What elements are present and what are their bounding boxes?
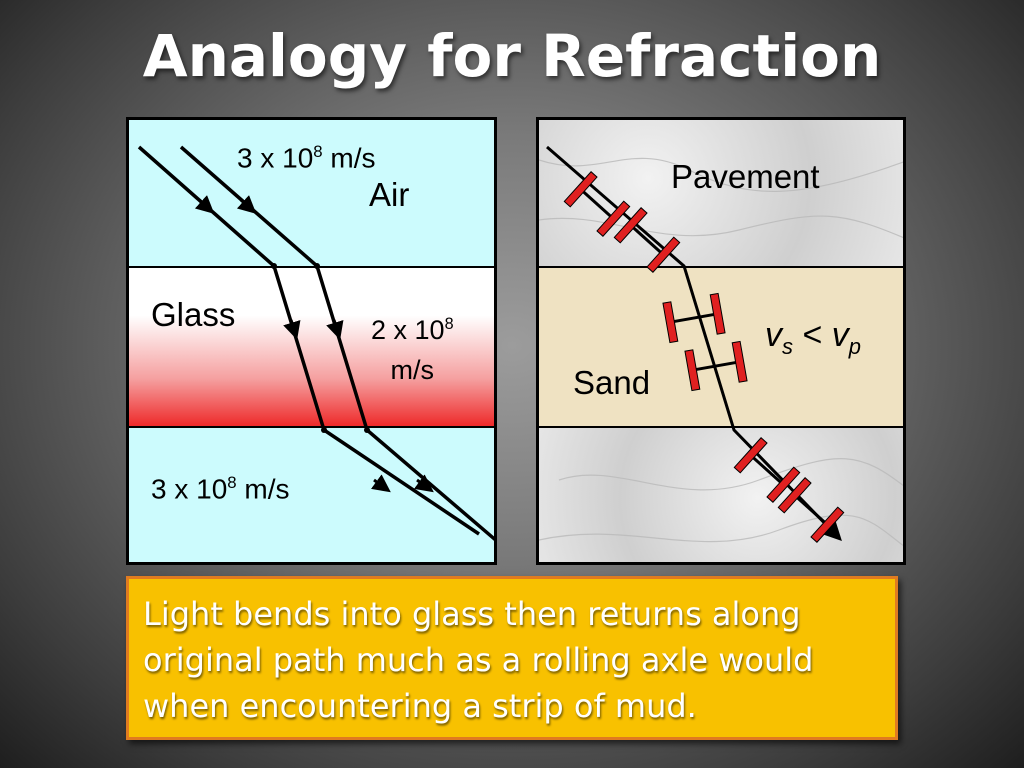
pavement-label: Pavement xyxy=(671,158,820,195)
axle-icon xyxy=(733,437,801,503)
glass-label: Glass xyxy=(151,296,236,333)
speed-relation: vs < vp xyxy=(765,316,861,359)
speed-label-glass: 2 x 108 m/s xyxy=(371,315,454,385)
speed-label-air-top: 3 x 108 m/s xyxy=(237,142,376,174)
air-label: Air xyxy=(369,176,410,213)
slide-title: Analogy for Refraction xyxy=(142,22,882,90)
sand-label: Sand xyxy=(573,364,651,401)
caption-text: Light bends into glass then returns alon… xyxy=(143,595,814,725)
axle-icon xyxy=(662,292,726,344)
axle-icon xyxy=(684,340,748,392)
ray-arrow xyxy=(413,474,434,493)
ray-arrow xyxy=(194,195,215,214)
light-refraction-panel: 3 x 108 m/s Air Glass 2 x 108 m/s 3 x 10… xyxy=(126,117,497,565)
ray-arrow xyxy=(326,319,344,340)
axle-icon xyxy=(563,171,631,237)
axle-icon xyxy=(613,207,681,273)
axle-path-svg xyxy=(539,145,903,547)
glass-region xyxy=(129,266,494,428)
caption-box: Light bends into glass then returns alon… xyxy=(126,576,898,740)
sand-region xyxy=(539,266,903,428)
ray-arrow xyxy=(283,319,301,340)
air-region-bottom xyxy=(129,428,494,562)
pavement-region-bottom xyxy=(539,428,903,562)
light-rays-svg xyxy=(137,145,494,541)
axle-analogy-panel: Pavement vs < vp Sand xyxy=(536,117,906,565)
axle-icon xyxy=(777,477,845,543)
speed-label-air-bottom: 3 x 108 m/s xyxy=(151,473,290,505)
ray-arrow xyxy=(236,195,257,214)
ray-arrow xyxy=(370,474,391,493)
